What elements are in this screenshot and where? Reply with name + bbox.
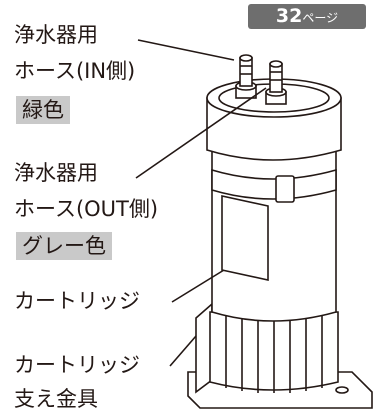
label-hose-out-line2: ホース(OUT側) bbox=[14, 197, 159, 221]
page-number: 32 bbox=[275, 5, 303, 27]
label-hose-out-color: グレー色 bbox=[16, 232, 112, 260]
in-fitting-nipple bbox=[239, 57, 253, 87]
leader-hose-in bbox=[137, 39, 235, 61]
label-hose-out-line1: 浄水器用 bbox=[14, 161, 98, 185]
page-reference-badge: 32ページ bbox=[248, 4, 366, 29]
cartridge-label bbox=[221, 195, 269, 281]
out-fitting-nipple bbox=[269, 63, 283, 93]
leader-bracket bbox=[169, 335, 197, 367]
strap-buckle bbox=[275, 175, 295, 203]
label-bracket-line1: カートリッジ bbox=[14, 353, 140, 377]
label-hose-in-color: 緑色 bbox=[16, 96, 70, 124]
leader-cartridge bbox=[171, 269, 225, 303]
label-hose-in-line2: ホース(IN側) bbox=[14, 59, 136, 83]
label-bracket-line2: 支え金具 bbox=[14, 387, 98, 411]
label-hose-in-line1: 浄水器用 bbox=[14, 23, 98, 47]
label-cartridge: カートリッジ bbox=[14, 289, 140, 313]
leader-hose-out bbox=[135, 87, 267, 179]
cartridge-strap bbox=[211, 168, 337, 200]
bracket-hole bbox=[335, 386, 349, 394]
page-suffix: ページ bbox=[302, 11, 339, 25]
